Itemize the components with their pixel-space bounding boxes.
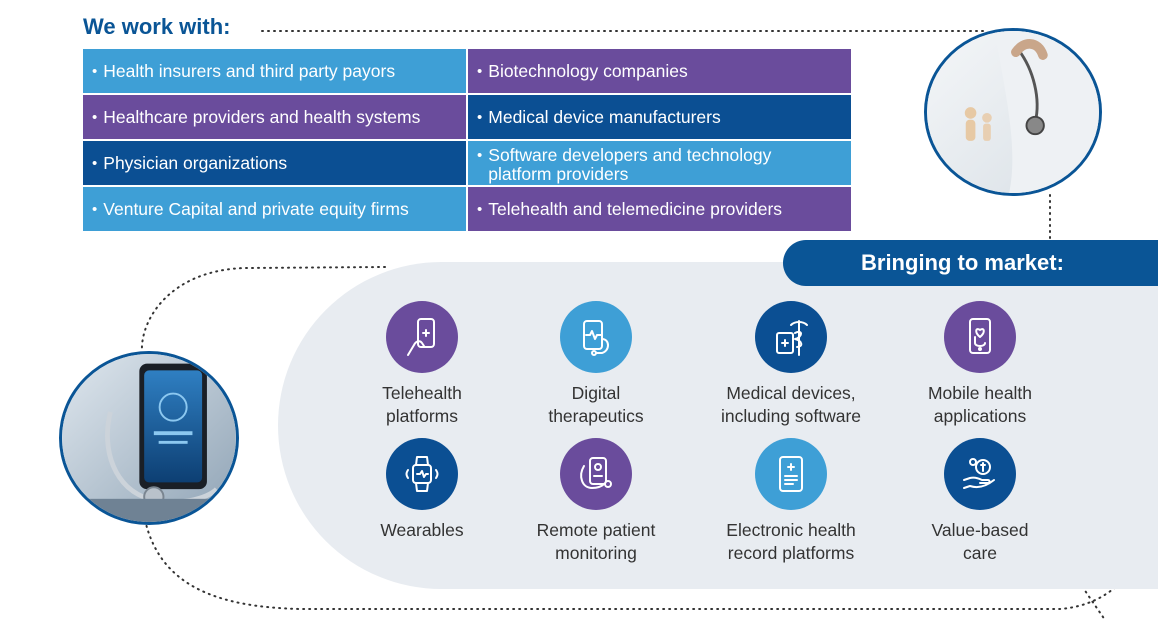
- market-item-label: Digital: [571, 383, 621, 403]
- partner-label: Venture Capital and private equity firms: [103, 198, 409, 219]
- mobile-health-app-icon: [944, 301, 1016, 373]
- market-item-label: Mobile health: [927, 383, 1033, 403]
- health-record-tablet-icon: [755, 438, 827, 510]
- partner-label: Telehealth and telemedicine providers: [488, 198, 783, 219]
- telehealth-phone-icon: [386, 301, 458, 373]
- market-heading: Bringing to market:: [783, 240, 1158, 286]
- partner-cell: • Telehealth and telemedicine providers: [468, 187, 851, 231]
- market-item-label: including software: [720, 406, 862, 426]
- remote-monitoring-stethoscope-icon: [560, 438, 632, 510]
- bullet-icon: •: [477, 62, 483, 80]
- partner-label: Medical device manufacturers: [488, 106, 721, 127]
- bullet-icon: •: [92, 154, 98, 172]
- partner-label: Biotechnology companies: [488, 60, 688, 81]
- market-item-label: therapeutics: [548, 406, 644, 426]
- partner-cell: • Venture Capital and private equity firm…: [83, 187, 466, 231]
- partner-label: Software developers and technology platf…: [488, 145, 772, 184]
- market-item-label: applications: [933, 406, 1027, 426]
- market-item-electronic-health-records: Electronic health record platforms: [696, 438, 886, 565]
- market-item-label: Value-based: [931, 520, 1029, 540]
- market-item-medical-devices: Medical devices, including software: [696, 301, 886, 428]
- bullet-icon: •: [92, 200, 98, 218]
- partner-label: Healthcare providers and health systems: [103, 106, 421, 127]
- mobile-doctor-app-photo: [59, 351, 239, 525]
- bullet-icon: •: [92, 62, 98, 80]
- market-item-remote-monitoring: Remote patient monitoring: [501, 438, 691, 565]
- partner-cell: • Physician organizations: [83, 141, 466, 185]
- partner-cell: • Software developers and technology plat…: [468, 141, 851, 185]
- market-item-mobile-health: Mobile health applications: [885, 301, 1075, 428]
- bullet-icon: •: [477, 108, 483, 126]
- market-item-label: platforms: [386, 406, 458, 426]
- partner-label: Physician organizations: [103, 152, 288, 173]
- bullet-icon: •: [477, 147, 483, 164]
- market-item-value-based-care: Value-based care: [885, 438, 1075, 565]
- medical-device-caduceus-icon: [755, 301, 827, 373]
- market-item-wearables: Wearables: [327, 438, 517, 542]
- market-item-label: care: [962, 543, 998, 563]
- market-item-label: Electronic health: [726, 520, 856, 540]
- market-item-label: Telehealth: [382, 383, 462, 403]
- partner-cell: • Health insurers and third party payors: [83, 49, 466, 93]
- partner-cell: • Healthcare providers and health systems: [83, 95, 466, 139]
- bullet-icon: •: [92, 108, 98, 126]
- market-item-digital-therapeutics: Digital therapeutics: [501, 301, 691, 428]
- digital-therapeutics-device-icon: [560, 301, 632, 373]
- partner-label: Health insurers and third party payors: [103, 60, 396, 81]
- market-item-telehealth: Telehealth platforms: [327, 301, 517, 428]
- doctor-stethoscope-photo: [924, 28, 1102, 196]
- value-care-hand-coin-icon: [944, 438, 1016, 510]
- partner-cell: • Biotechnology companies: [468, 49, 851, 93]
- market-item-label: monitoring: [555, 543, 637, 563]
- market-item-label: record platforms: [727, 543, 855, 563]
- smartwatch-icon: [386, 438, 458, 510]
- market-item-label: Medical devices,: [726, 383, 856, 403]
- bullet-icon: •: [477, 200, 483, 218]
- partners-heading: We work with:: [83, 14, 231, 39]
- market-item-label: Remote patient: [536, 520, 656, 540]
- market-item-label: Wearables: [380, 520, 464, 540]
- partner-cell: • Medical device manufacturers: [468, 95, 851, 139]
- partners-grid: •Health insurers and third party payors …: [83, 49, 851, 231]
